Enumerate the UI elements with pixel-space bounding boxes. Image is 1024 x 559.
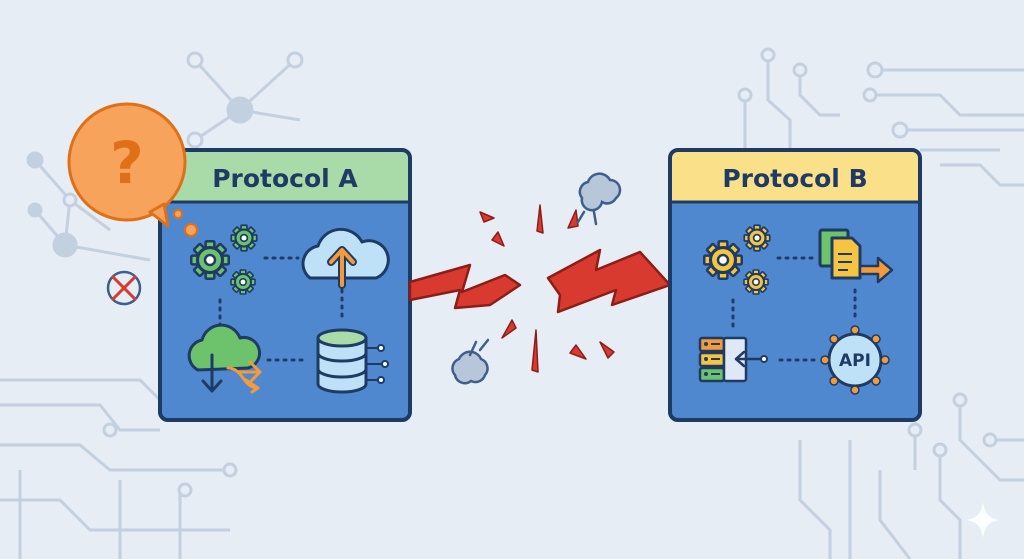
- protocol-a-title: Protocol A: [212, 164, 358, 193]
- protocol-b-header: [672, 152, 918, 202]
- smoke-trails: [468, 210, 598, 357]
- protocol-b-title: Protocol B: [722, 164, 867, 193]
- protocol-b-panel: Protocol B: [668, 148, 922, 422]
- smoke-icon: [451, 172, 622, 385]
- protocol-a-header: [162, 152, 408, 202]
- question-icon: ?: [67, 102, 198, 237]
- sparkle-icon: [966, 502, 1000, 538]
- protocol-a-panel: Protocol A: [158, 148, 412, 422]
- lightning-bolt-icon: [408, 248, 672, 314]
- documents-transfer-icon: [818, 228, 894, 284]
- api-label: API: [839, 351, 871, 371]
- server-rack-icon: [698, 336, 768, 383]
- disconnected-icon: [106, 270, 142, 306]
- circuit-background: [0, 55, 1024, 559]
- question-mark: ?: [110, 129, 144, 197]
- cloud-download-icon: [187, 323, 262, 394]
- api-hub-icon: API: [820, 325, 890, 395]
- circuit-nodes: [26, 47, 998, 498]
- spark-fragments: [479, 204, 615, 373]
- cloud-upload-icon: [301, 227, 390, 289]
- database-icon: [316, 328, 389, 394]
